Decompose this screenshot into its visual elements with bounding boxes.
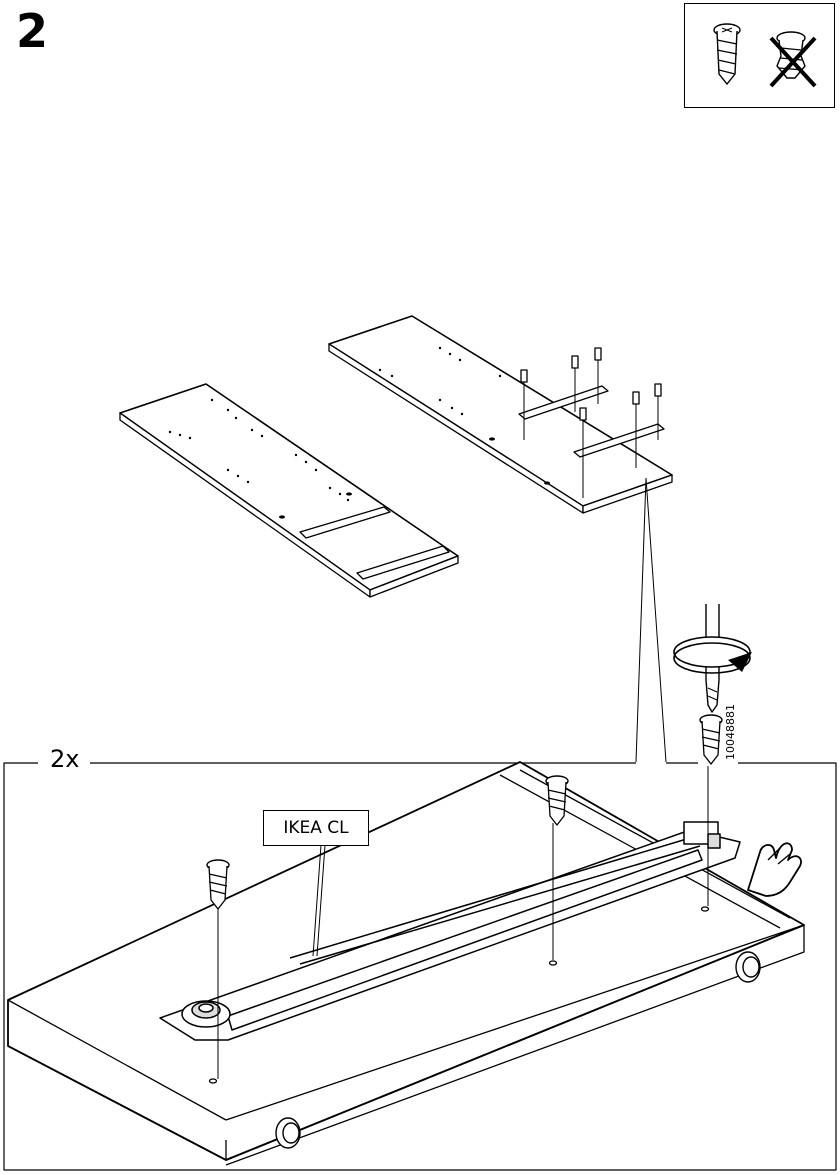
part-number: 10048881: [724, 704, 737, 760]
rotate-clockwise-icon: [674, 637, 752, 673]
screw-note-box: [684, 3, 835, 108]
panel-left: [120, 384, 458, 597]
detail-screw-right: [700, 715, 722, 764]
detail-multiplier: 2x: [44, 745, 85, 774]
rail-label-callout: IKEA CL: [263, 810, 369, 846]
hand-hold-icon: [748, 843, 801, 896]
screw-correct-icon: [714, 24, 740, 84]
screw-wrong-icon: [771, 32, 815, 86]
step-number: 2: [16, 8, 48, 54]
panel-right: [329, 316, 672, 513]
